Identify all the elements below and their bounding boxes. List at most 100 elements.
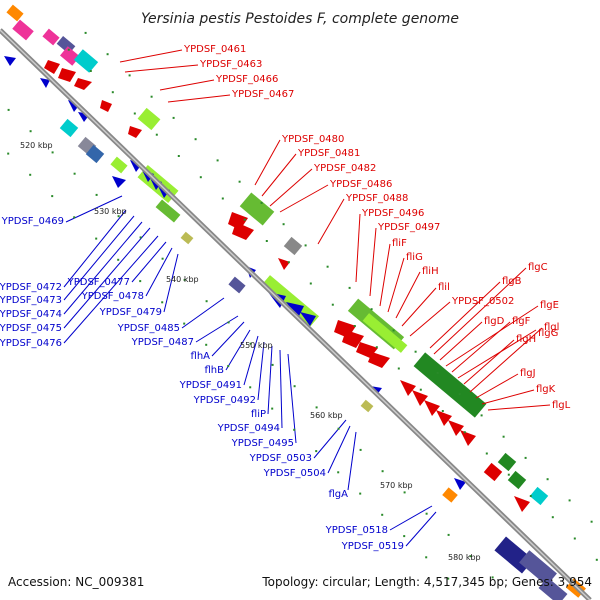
gene-arrow[interactable]	[342, 330, 364, 348]
gene-label[interactable]: YPDSF_0482	[313, 163, 376, 174]
gene-label[interactable]: flgJ	[520, 368, 536, 379]
gene-arrow[interactable]	[4, 56, 16, 66]
gene-label[interactable]: YPDSF_0467	[231, 89, 294, 100]
gene-label[interactable]: YPDSF_0497	[377, 222, 440, 233]
gene-arrow[interactable]	[400, 380, 416, 396]
gene-label[interactable]: YPDSF_0472	[0, 282, 62, 293]
gene-label[interactable]: YPDSF_0487	[131, 337, 194, 348]
tick-mark	[491, 576, 494, 579]
gene-label[interactable]: flil	[438, 282, 450, 293]
gene-label[interactable]: flgE	[540, 300, 559, 311]
gene-arrow[interactable]	[100, 100, 112, 112]
gene-arrow[interactable]	[278, 258, 290, 270]
gene-feature[interactable]	[12, 19, 34, 41]
gene-label[interactable]: flgF	[512, 316, 531, 327]
gene-label[interactable]: YPDSF_0466	[215, 74, 278, 85]
gene-label[interactable]: flgB	[502, 276, 522, 287]
gene-feature[interactable]	[110, 156, 128, 174]
gene-label[interactable]: flgG	[538, 328, 558, 339]
gene-arrow[interactable]	[436, 410, 452, 426]
gene-label[interactable]: YPDSF_0494	[217, 423, 280, 434]
tick-mark	[381, 470, 384, 473]
gene-label[interactable]: YPDSF_0495	[231, 438, 294, 449]
gene-label[interactable]: fliP	[251, 409, 266, 420]
gene-feature[interactable]	[413, 352, 487, 418]
gene-label[interactable]: YPDSF_0479	[99, 307, 162, 318]
gene-feature[interactable]	[59, 118, 79, 138]
gene-feature[interactable]	[137, 107, 161, 131]
gene-label[interactable]: YPDSF_0478	[81, 291, 144, 302]
gene-label[interactable]: YPDSF_0492	[193, 395, 256, 406]
gene-label[interactable]: flgD	[484, 316, 505, 327]
gene-feature[interactable]	[519, 550, 557, 586]
gene-label[interactable]: YPDSF_0461	[183, 44, 246, 55]
gene-label[interactable]: fliG	[406, 252, 423, 263]
gene-label[interactable]: YPDSF_0488	[345, 193, 408, 204]
tick-mark	[282, 223, 285, 226]
gene-label[interactable]: flhA	[191, 351, 211, 362]
gene-feature[interactable]	[42, 28, 60, 46]
gene-label[interactable]: YPDSF_0480	[281, 134, 344, 145]
gene-label[interactable]: YPDSF_0518	[325, 525, 388, 536]
gene-arrow[interactable]	[412, 390, 428, 406]
gene-label[interactable]: YPDSF_0463	[199, 59, 262, 70]
gene-feature[interactable]	[360, 399, 374, 413]
gene-label[interactable]: YPDSF_0496	[361, 208, 424, 219]
gene-feature[interactable]	[529, 486, 549, 506]
gene-arrow[interactable]	[232, 222, 254, 240]
gene-feature[interactable]	[228, 276, 246, 294]
gene-label[interactable]: flgl	[544, 322, 559, 333]
gene-arrow[interactable]	[514, 496, 530, 512]
gene-label[interactable]: flgK	[536, 384, 556, 395]
gene-arrow[interactable]	[286, 302, 304, 318]
gene-feature[interactable]	[362, 313, 408, 353]
gene-arrow[interactable]	[112, 176, 126, 188]
gene-arrow[interactable]	[128, 126, 142, 138]
gene-label[interactable]: YPDSF_0481	[297, 148, 360, 159]
gene-label[interactable]: YPDSF_0491	[179, 380, 242, 391]
gene-arrow[interactable]	[368, 352, 390, 368]
gene-feature[interactable]	[6, 4, 24, 22]
gene-arrow[interactable]	[300, 312, 316, 326]
gene-feature[interactable]	[85, 144, 105, 164]
gene-label[interactable]: YPDSF_0504	[263, 468, 326, 479]
gene-label[interactable]: YPDSF_0503	[249, 453, 312, 464]
gene-label[interactable]: YPDSF_0477	[67, 277, 130, 288]
gene-arrow[interactable]	[58, 68, 76, 82]
gene-arrow[interactable]	[460, 430, 476, 446]
gene-feature[interactable]	[497, 452, 517, 472]
gene-label[interactable]: flhB	[205, 365, 225, 376]
gene-label[interactable]: flgA	[329, 489, 349, 500]
gene-label[interactable]: YPDSF_0473	[0, 295, 62, 306]
gene-feature[interactable]	[155, 199, 181, 223]
gene-arrow[interactable]	[44, 60, 60, 74]
gene-label[interactable]: YPDSF_0519	[341, 541, 404, 552]
gene-label[interactable]: YPDSF_0485	[117, 323, 180, 334]
gene-arrow[interactable]	[454, 478, 466, 490]
gene-label[interactable]: YPDSF_0475	[0, 323, 62, 334]
gene-arrow[interactable]	[74, 78, 92, 90]
gene-feature[interactable]	[180, 231, 194, 245]
gene-feature[interactable]	[442, 487, 458, 503]
gene-label[interactable]: YPDSF_0486	[329, 179, 392, 190]
gene-label[interactable]: fliH	[422, 266, 439, 277]
gene-label[interactable]: flgL	[552, 400, 571, 411]
gene-label[interactable]: YPDSF_0502	[451, 296, 514, 307]
gene-feature[interactable]	[538, 577, 568, 600]
gene-feature[interactable]	[60, 46, 80, 66]
gene-label[interactable]: flgH	[516, 334, 536, 345]
gene-feature[interactable]	[73, 49, 99, 73]
tick-mark	[183, 322, 186, 325]
gene-feature[interactable]	[507, 470, 527, 490]
gene-feature[interactable]	[283, 236, 303, 256]
gene-arrow[interactable]	[40, 78, 50, 88]
gene-feature[interactable]	[483, 462, 503, 482]
gene-feature[interactable]	[239, 192, 275, 226]
gene-arrow[interactable]	[448, 420, 464, 436]
gene-label[interactable]: fliF	[392, 238, 407, 249]
gene-label[interactable]: YPDSF_0474	[0, 309, 62, 320]
gene-label[interactable]: YPDSF_0476	[0, 338, 62, 349]
gene-arrow[interactable]	[424, 400, 440, 416]
gene-label[interactable]: flgC	[528, 262, 548, 273]
gene-label[interactable]: YPDSF_0469	[1, 216, 64, 227]
